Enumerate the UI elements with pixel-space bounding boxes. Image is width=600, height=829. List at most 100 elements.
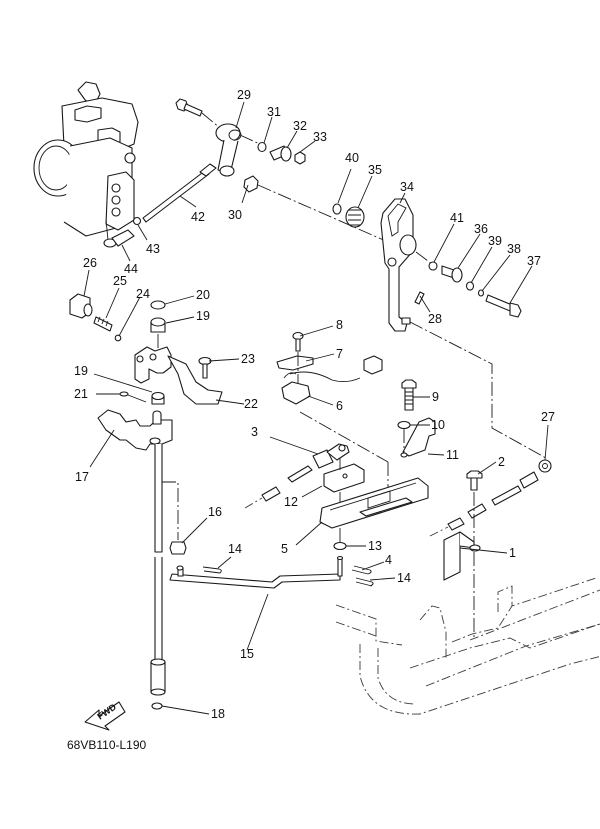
callout-27: 27 bbox=[541, 410, 555, 424]
callout-37: 37 bbox=[527, 254, 541, 268]
callout-2: 2 bbox=[498, 455, 505, 469]
fwd-arrow-icon: FWD bbox=[84, 701, 126, 731]
part-18-o-ring bbox=[151, 702, 163, 710]
part-27-cable-end bbox=[519, 459, 552, 489]
assembly-axis-17 bbox=[162, 481, 179, 540]
part-35-spring bbox=[345, 206, 365, 228]
part-16-nut bbox=[169, 541, 187, 555]
callout-20: 20 bbox=[196, 288, 210, 302]
part-4-clip bbox=[351, 565, 372, 575]
part-19-bushing-upper bbox=[150, 317, 166, 333]
part-1-bracket bbox=[443, 531, 481, 581]
switch-connector bbox=[363, 355, 383, 375]
callout-38: 38 bbox=[507, 242, 521, 256]
part-30-bushing bbox=[243, 175, 259, 193]
callout-24: 24 bbox=[136, 287, 150, 301]
part-24-ball bbox=[114, 334, 122, 342]
part-21-cotter-pin bbox=[119, 391, 147, 403]
callout-8: 8 bbox=[336, 318, 343, 332]
callout-26: 26 bbox=[83, 256, 97, 270]
callout-33: 33 bbox=[313, 130, 327, 144]
assembly-axis bbox=[239, 134, 263, 146]
callout-12: 12 bbox=[284, 495, 298, 509]
part-32-collar bbox=[269, 145, 292, 162]
part-43-nut bbox=[132, 216, 142, 226]
callout-41: 41 bbox=[450, 211, 464, 225]
part-13-washer bbox=[333, 541, 347, 551]
part-11-bracket bbox=[400, 417, 436, 458]
callout-31: 31 bbox=[267, 105, 281, 119]
callout-28: 28 bbox=[428, 312, 442, 326]
part-39-washer bbox=[465, 281, 475, 291]
callout-14-right: 14 bbox=[397, 571, 411, 585]
callout-17: 17 bbox=[75, 470, 89, 484]
part-17-lever bbox=[97, 409, 173, 451]
part-31-washer bbox=[257, 141, 267, 153]
part-10-washer bbox=[397, 420, 411, 430]
drawing-code: 68VB110-L190 bbox=[67, 738, 147, 752]
callout-5: 5 bbox=[281, 542, 288, 556]
callout-32: 32 bbox=[293, 119, 307, 133]
callout-15: 15 bbox=[240, 647, 254, 661]
callout-19-upper: 19 bbox=[196, 309, 210, 323]
shift-cable-right bbox=[429, 485, 522, 537]
part-38-washer bbox=[477, 289, 485, 297]
callout-25: 25 bbox=[113, 274, 127, 288]
linkage-axis-6-5 bbox=[299, 411, 389, 463]
part-40-washer bbox=[332, 203, 342, 215]
callout-30: 30 bbox=[228, 208, 242, 222]
callout-9: 9 bbox=[432, 390, 439, 404]
part-14-clip-left bbox=[202, 566, 222, 574]
part-29-bolt bbox=[175, 98, 221, 129]
part-8-screw bbox=[292, 331, 304, 352]
part-36-collar bbox=[441, 265, 463, 283]
part-25-spring bbox=[93, 316, 113, 332]
callout-7: 7 bbox=[336, 347, 343, 361]
callout-16: 16 bbox=[208, 505, 222, 519]
callout-34: 34 bbox=[400, 180, 414, 194]
callout-4: 4 bbox=[385, 553, 392, 567]
part-15-link-rod bbox=[169, 555, 344, 589]
callout-23: 23 bbox=[241, 352, 255, 366]
housing-outline bbox=[335, 577, 600, 715]
callout-35: 35 bbox=[368, 163, 382, 177]
part-3-cable-end bbox=[312, 443, 350, 469]
part-33-nut bbox=[294, 151, 306, 165]
callout-21: 21 bbox=[74, 387, 88, 401]
leader-lines bbox=[83, 101, 549, 715]
part-44-rod-end bbox=[103, 229, 135, 248]
callout-14-left: 14 bbox=[228, 542, 242, 556]
part-37-bolt bbox=[485, 294, 522, 318]
callout-29: 29 bbox=[237, 88, 251, 102]
callout-40: 40 bbox=[345, 151, 359, 165]
part-42-rod bbox=[142, 163, 217, 223]
part-28-clip bbox=[414, 291, 425, 305]
part-26-plug bbox=[69, 293, 93, 319]
part-5-slider bbox=[319, 477, 429, 529]
part-9-bolt bbox=[401, 379, 417, 411]
callout-labels: 1 2 3 4 5 6 7 8 9 10 11 12 13 14 14 15 1… bbox=[74, 88, 555, 721]
part-29-lever bbox=[215, 123, 242, 177]
part-6-switch bbox=[281, 371, 361, 405]
shift-cable-left bbox=[244, 465, 313, 509]
assembly-axis-34 bbox=[415, 251, 433, 265]
callout-13: 13 bbox=[368, 539, 382, 553]
callout-43: 43 bbox=[146, 242, 160, 256]
callout-1: 1 bbox=[509, 546, 516, 560]
part-14-clip-right bbox=[355, 577, 374, 587]
part-41-washer bbox=[428, 261, 438, 271]
callout-39: 39 bbox=[488, 234, 502, 248]
part-22-bracket bbox=[134, 346, 223, 405]
part-20-washer bbox=[150, 300, 166, 310]
linkage-axis-30-34 bbox=[257, 184, 396, 246]
callout-10: 10 bbox=[431, 418, 445, 432]
callout-3: 3 bbox=[251, 425, 258, 439]
callout-11: 11 bbox=[446, 448, 459, 462]
callout-6: 6 bbox=[336, 399, 343, 413]
callout-42: 42 bbox=[191, 210, 205, 224]
callout-22: 22 bbox=[244, 397, 258, 411]
callout-19-lower: 19 bbox=[74, 364, 88, 378]
part-2-bolt bbox=[466, 470, 483, 491]
part-7-plate bbox=[276, 355, 314, 371]
